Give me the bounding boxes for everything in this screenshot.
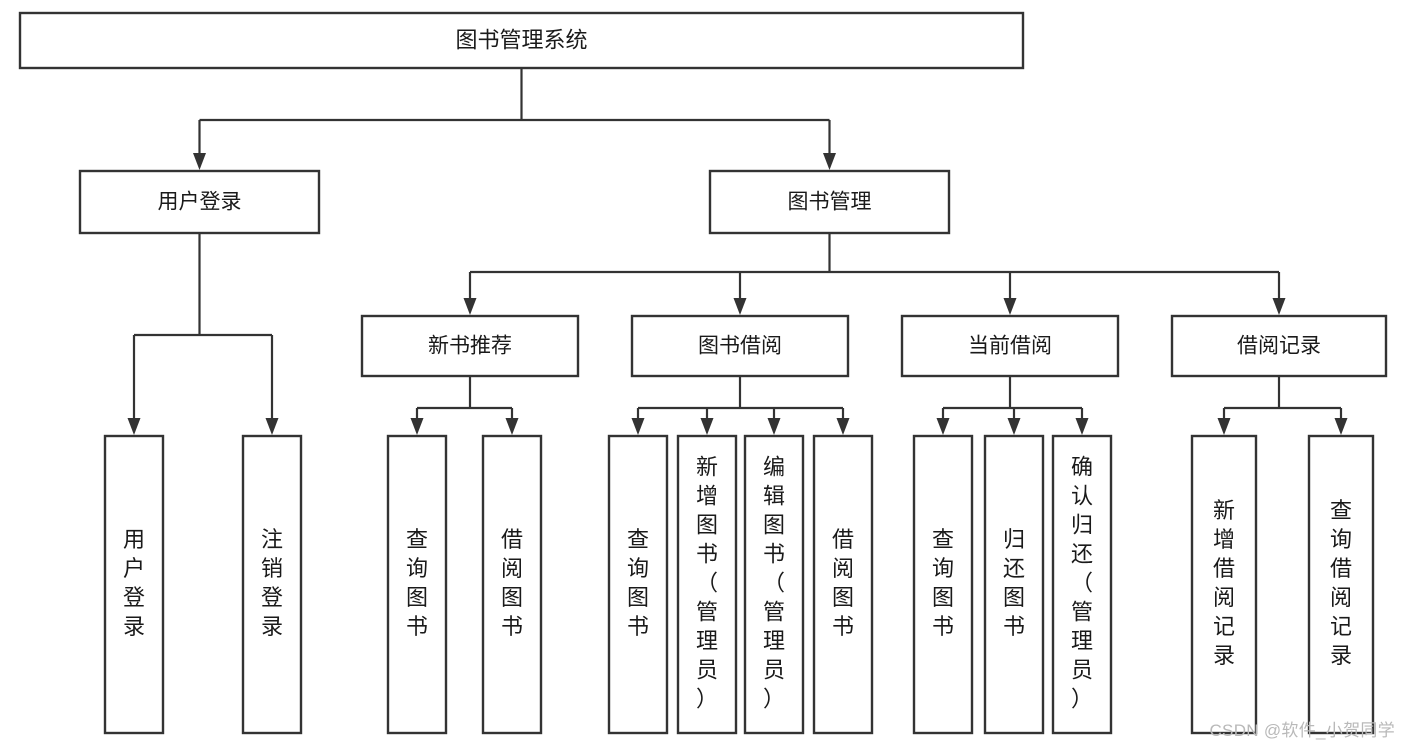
- node-leaf-record-add[interactable]: 新增借阅记录: [1190, 434, 1258, 735]
- arrow-head-icon: [1272, 298, 1286, 315]
- csdn-watermark: CSDN @软件_小贺同学: [1209, 721, 1395, 740]
- arrow-head-icon: [463, 298, 477, 315]
- node-box: [812, 434, 874, 735]
- arrow-head-icon: [265, 418, 279, 435]
- node-box: [607, 434, 669, 735]
- arrow-head-icon: [631, 418, 645, 435]
- node-box: [241, 434, 303, 735]
- node-box: [1190, 434, 1258, 735]
- arrow-head-icon: [936, 418, 950, 435]
- arrow-head-icon: [700, 418, 714, 435]
- arrow-head-icon: [733, 298, 747, 315]
- node-box: [360, 314, 580, 378]
- node-box: [103, 434, 165, 735]
- node-newbook[interactable]: 新书推荐: [360, 314, 580, 378]
- arrow-head-icon: [1007, 418, 1021, 435]
- node-leaf-newbook-borrow[interactable]: 借阅图书: [481, 434, 543, 735]
- node-current[interactable]: 当前借阅: [900, 314, 1120, 378]
- node-label-vertical: 确认归还（管理员）: [1071, 454, 1093, 711]
- arrow-head-icon: [836, 418, 850, 435]
- node-label: 借阅记录: [1237, 335, 1321, 358]
- node-label-vertical: 借阅图书: [501, 527, 523, 639]
- node-box: [708, 169, 951, 235]
- node-leaf-borrow-edit[interactable]: 编辑图书（管理员）: [743, 434, 805, 735]
- node-label-vertical: 新增图书（管理员）: [696, 454, 718, 711]
- connector-layer: [127, 68, 1348, 435]
- node-box: [743, 434, 805, 735]
- node-box: [1307, 434, 1375, 735]
- node-box: [900, 314, 1120, 378]
- node-leaf-user-logout[interactable]: 注销登录: [241, 434, 303, 735]
- node-leaf-newbook-query[interactable]: 查询图书: [386, 434, 448, 735]
- node-borrow[interactable]: 图书借阅: [630, 314, 850, 378]
- node-leaf-borrow-lend[interactable]: 借阅图书: [812, 434, 874, 735]
- node-layer: 图书管理系统用户登录图书管理新书推荐图书借阅当前借阅借阅记录用户登录注销登录查询…: [18, 11, 1388, 735]
- arrow-head-icon: [1003, 298, 1017, 315]
- node-label-vertical: 新增借阅记录: [1213, 498, 1235, 668]
- node-box: [676, 434, 738, 735]
- node-leaf-user-login[interactable]: 用户登录: [103, 434, 165, 735]
- node-label: 用户登录: [158, 191, 242, 214]
- node-bookmgmt[interactable]: 图书管理: [708, 169, 951, 235]
- node-leaf-current-confirm[interactable]: 确认归还（管理员）: [1051, 434, 1113, 735]
- arrow-head-icon: [1334, 418, 1348, 435]
- node-box: [386, 434, 448, 735]
- node-leaf-record-query[interactable]: 查询借阅记录: [1307, 434, 1375, 735]
- node-label-vertical: 查询借阅记录: [1330, 498, 1352, 668]
- node-root[interactable]: 图书管理系统: [18, 11, 1025, 70]
- arrow-head-icon: [193, 153, 206, 170]
- node-label-vertical: 归还图书: [1003, 527, 1025, 639]
- node-box: [630, 314, 850, 378]
- node-label-vertical: 查询图书: [932, 527, 954, 639]
- node-label-vertical: 借阅图书: [832, 527, 854, 639]
- node-leaf-borrow-add[interactable]: 新增图书（管理员）: [676, 434, 738, 735]
- node-login[interactable]: 用户登录: [78, 169, 321, 235]
- node-box: [1051, 434, 1113, 735]
- node-box: [983, 434, 1045, 735]
- node-label-vertical: 编辑图书（管理员）: [763, 454, 785, 711]
- node-box: [912, 434, 974, 735]
- node-label: 图书管理: [788, 191, 872, 214]
- node-label: 新书推荐: [428, 335, 512, 358]
- node-label-vertical: 查询图书: [406, 527, 428, 639]
- node-box: [78, 169, 321, 235]
- arrow-head-icon: [410, 418, 424, 435]
- node-records[interactable]: 借阅记录: [1170, 314, 1388, 378]
- node-leaf-current-query[interactable]: 查询图书: [912, 434, 974, 735]
- arrow-head-icon: [505, 418, 519, 435]
- node-box: [481, 434, 543, 735]
- arrow-head-icon: [767, 418, 781, 435]
- node-label-vertical: 用户登录: [123, 527, 145, 639]
- node-label: 图书管理系统: [455, 27, 587, 52]
- node-label-vertical: 查询图书: [627, 527, 649, 639]
- node-box: [1170, 314, 1388, 378]
- arrow-head-icon: [1217, 418, 1231, 435]
- node-box: [18, 11, 1025, 70]
- node-leaf-current-return[interactable]: 归还图书: [983, 434, 1045, 735]
- node-label: 图书借阅: [698, 335, 782, 358]
- node-label: 当前借阅: [968, 335, 1052, 358]
- arrow-head-icon: [1075, 418, 1089, 435]
- arrow-head-icon: [823, 153, 836, 170]
- node-leaf-borrow-query[interactable]: 查询图书: [607, 434, 669, 735]
- node-label-vertical: 注销登录: [261, 527, 283, 639]
- arrow-head-icon: [127, 418, 141, 435]
